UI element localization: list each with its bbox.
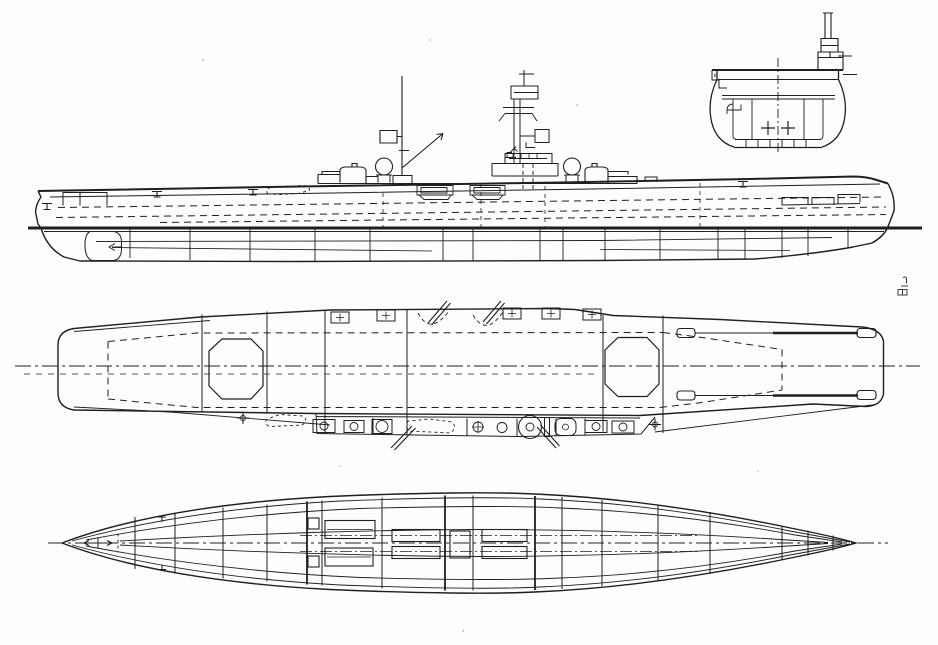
- stern-profile: [852, 183, 895, 248]
- print-marks: [201, 39, 908, 633]
- deck-fittings: [42, 176, 748, 211]
- midship-section-view: [709, 12, 857, 153]
- internal-deck-dashed-lines: [55, 183, 887, 227]
- gun-sponson-band: [315, 413, 656, 438]
- side-elevation-view: [28, 70, 922, 263]
- arresting-gear: [676, 327, 877, 401]
- hull-outline: [60, 492, 859, 594]
- aft-elevator: [604, 336, 660, 398]
- machinery-spaces: [300, 517, 700, 568]
- flight-deck-outline: [57, 307, 885, 433]
- hull-waterlines-plan-view: [48, 492, 888, 594]
- forecastle-deckhouse: [62, 192, 108, 206]
- underwater-frame-lines: [129, 229, 849, 261]
- forward-elevator: [208, 338, 264, 400]
- flight-deck-line: [711, 69, 857, 89]
- double-bottom: [726, 99, 824, 148]
- station-lines: [134, 495, 834, 591]
- waterline-curves: [71, 497, 851, 589]
- datum-plus-marks: [761, 121, 795, 135]
- flight-deck-profile: [37, 175, 889, 198]
- margin-print-smudge: [897, 276, 908, 296]
- ships-boats: [416, 185, 506, 200]
- section-island-and-mast: [817, 12, 852, 70]
- island-base: [317, 173, 638, 185]
- stern-gallery-openings: [781, 194, 861, 206]
- funnel-trunk-dashed: [522, 164, 534, 190]
- port-edge-gun-mounts: [330, 300, 602, 326]
- forward-gun-turret: [321, 162, 367, 183]
- rangefinder-domes: [374, 157, 582, 183]
- keel-and-bottom: [79, 237, 854, 263]
- deck-section-lines: [201, 309, 664, 436]
- tower-mast: [498, 70, 550, 163]
- bow-datum-marks: [83, 516, 166, 570]
- foremast: [379, 76, 444, 176]
- flight-deck-plan-view: [15, 300, 920, 451]
- scan-specks: [201, 39, 759, 633]
- hangar-outline-dashed: [107, 332, 783, 408]
- plan-centerline: [15, 365, 920, 375]
- waterline: [28, 226, 922, 232]
- starboard-sponson-gun-mounts: [237, 412, 661, 451]
- bow-stem: [34, 190, 122, 262]
- aft-gun-turret: [584, 162, 629, 183]
